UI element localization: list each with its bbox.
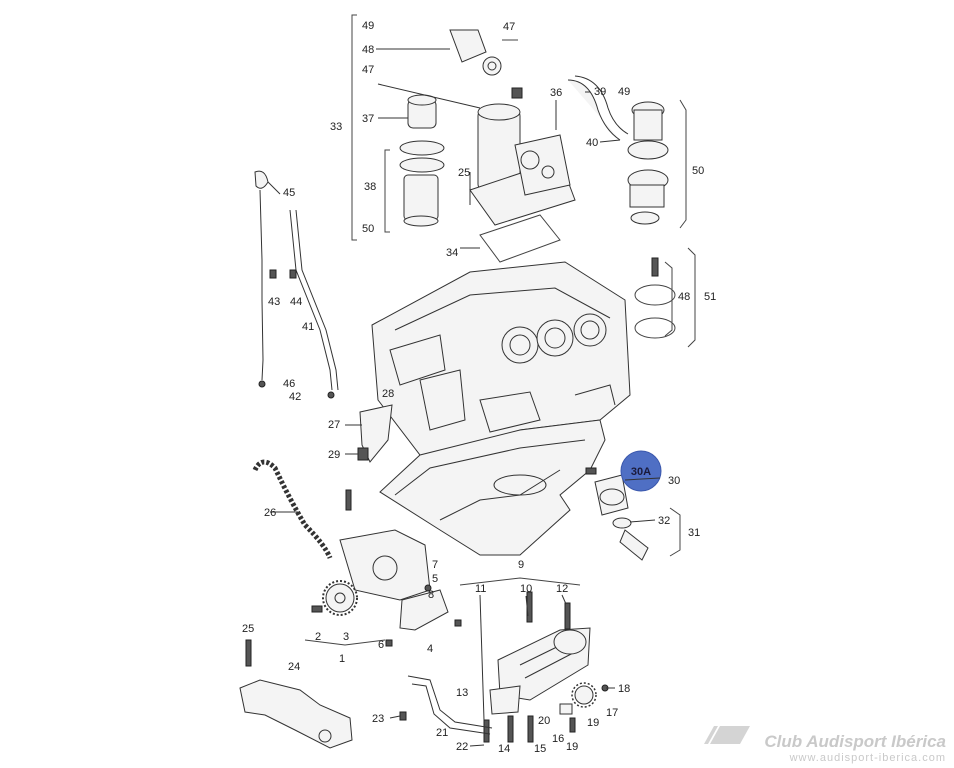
club-logo-icon bbox=[704, 726, 750, 744]
label-17: 17 bbox=[606, 707, 618, 719]
label-30: 30 bbox=[668, 475, 680, 487]
label-10: 10 bbox=[520, 583, 532, 595]
label-41: 41 bbox=[302, 321, 314, 333]
label-47: 47 bbox=[362, 64, 374, 76]
sprocket-gear bbox=[311, 580, 358, 616]
label-19: 19 bbox=[566, 741, 578, 753]
highlight-badge-label: 30A bbox=[631, 466, 651, 478]
label-44: 44 bbox=[290, 296, 302, 308]
seal-rings-48 bbox=[634, 257, 676, 339]
label-19-top: 19 bbox=[587, 717, 599, 729]
highlight-badge-30a[interactable] bbox=[620, 450, 662, 492]
label-22: 22 bbox=[456, 741, 468, 753]
watermark-url: www.audisport-iberica.com bbox=[789, 752, 946, 764]
label-21: 21 bbox=[436, 727, 448, 739]
label-42: 42 bbox=[289, 391, 301, 403]
label-36: 36 bbox=[550, 87, 562, 99]
label-3: 3 bbox=[343, 631, 349, 643]
label-9: 9 bbox=[518, 559, 524, 571]
label-2: 2 bbox=[315, 631, 321, 643]
oil-pump-assembly bbox=[483, 591, 591, 743]
label-6: 6 bbox=[378, 639, 384, 651]
filter-element-37 bbox=[399, 94, 445, 227]
label-1: 1 bbox=[339, 653, 345, 665]
gasket-34 bbox=[479, 214, 561, 263]
oil-sensor-30 bbox=[585, 467, 649, 561]
label-45: 45 bbox=[283, 187, 295, 199]
label-25-top: 25 bbox=[458, 167, 470, 179]
grouping-braces bbox=[304, 14, 696, 646]
label-12: 12 bbox=[556, 583, 568, 595]
filter-cap-48 bbox=[449, 29, 523, 99]
label-11: 11 bbox=[475, 583, 486, 595]
label-4: 4 bbox=[427, 643, 433, 655]
thermostat-housing bbox=[627, 101, 669, 225]
label-24: 24 bbox=[288, 661, 300, 673]
oil-pan bbox=[379, 419, 606, 556]
callout-labels: 49 48 47 47 33 37 38 50 25 34 36 39 49 4… bbox=[242, 20, 716, 755]
label-23: 23 bbox=[372, 713, 384, 725]
label-15: 15 bbox=[534, 743, 546, 755]
label-51: 51 bbox=[704, 291, 716, 303]
coolant-pipe-39 bbox=[567, 75, 629, 141]
bracket-27 bbox=[357, 404, 393, 463]
label-50-left: 50 bbox=[362, 223, 374, 235]
label-29: 29 bbox=[328, 449, 340, 461]
dipstick bbox=[254, 170, 339, 399]
label-7: 7 bbox=[432, 559, 438, 571]
heat-shield-24 bbox=[239, 639, 353, 749]
label-25-bottom: 25 bbox=[242, 623, 254, 635]
label-33: 33 bbox=[330, 121, 342, 133]
label-20: 20 bbox=[538, 715, 550, 727]
label-16: 16 bbox=[552, 733, 564, 745]
label-31: 31 bbox=[688, 527, 700, 539]
pickup-tube-4 bbox=[385, 589, 462, 647]
label-5: 5 bbox=[432, 573, 438, 585]
label-46: 46 bbox=[283, 378, 295, 390]
label-28: 28 bbox=[382, 388, 394, 400]
label-40: 40 bbox=[586, 137, 598, 149]
label-13: 13 bbox=[456, 687, 468, 699]
label-49: 49 bbox=[362, 20, 374, 32]
watermark-title: Club Audisport Ibérica bbox=[764, 732, 946, 751]
label-34: 34 bbox=[446, 247, 458, 259]
oil-pipe-21 bbox=[399, 675, 493, 735]
label-47-top: 47 bbox=[503, 21, 515, 33]
label-38: 38 bbox=[364, 181, 376, 193]
leader-lines bbox=[267, 48, 661, 747]
label-49-right: 49 bbox=[618, 86, 630, 98]
oil-filter-housing bbox=[469, 103, 576, 226]
label-39: 39 bbox=[594, 86, 606, 98]
label-14: 14 bbox=[498, 743, 510, 755]
label-8: 8 bbox=[428, 589, 434, 601]
label-18: 18 bbox=[618, 683, 630, 695]
label-48-right: 48 bbox=[678, 291, 690, 303]
label-37: 37 bbox=[362, 113, 374, 125]
label-26: 26 bbox=[264, 507, 276, 519]
label-27: 27 bbox=[328, 419, 340, 431]
label-32: 32 bbox=[658, 515, 670, 527]
watermark: Club Audisport Ibérica www.audisport-ibe… bbox=[764, 732, 946, 764]
label-48: 48 bbox=[362, 44, 374, 56]
pump-gear-17 bbox=[559, 682, 609, 733]
label-50-right: 50 bbox=[692, 165, 704, 177]
label-43: 43 bbox=[268, 296, 280, 308]
drive-chain bbox=[252, 459, 333, 559]
